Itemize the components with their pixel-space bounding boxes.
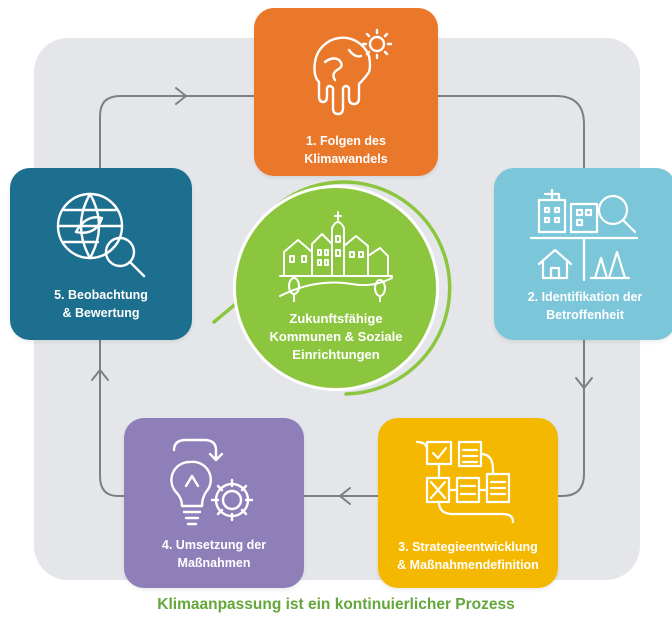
step-2-label: 2. Identifikation der Betroffenheit xyxy=(527,290,643,322)
step-3-card: 3. Strategieentwicklung & Maßnahmendefin… xyxy=(378,418,558,588)
step-1-card: 1. Folgen des Klimawandels xyxy=(254,8,438,176)
buildings-magnifier-icon xyxy=(529,188,639,282)
lightbulb-gear-icon xyxy=(170,438,254,526)
arrow-down-icon xyxy=(575,377,593,389)
step-4-card: 4. Umsetzung der Maßnahmen xyxy=(124,418,304,588)
step-3-label: 3. Strategieentwicklung & Maßnahmendefin… xyxy=(397,540,539,572)
globe-leaf-magnifier-icon xyxy=(56,192,146,278)
diagram-caption: Klimaanpassung ist ein kontinuierlicher … xyxy=(157,596,515,613)
connector-1-to-2 xyxy=(437,95,585,169)
step-5-label: 5. Beobachtung & Bewertung xyxy=(54,288,148,320)
arrow-up-icon xyxy=(91,369,109,381)
arrow-right-icon xyxy=(175,87,187,105)
melting-globe-sun-icon xyxy=(313,28,393,116)
connector-4-to-5 xyxy=(99,339,125,497)
step-5-card: 5. Beobachtung & Bewertung xyxy=(10,168,192,340)
connector-5-to-1 xyxy=(99,95,255,169)
step-4-label: 4. Umsetzung der Maßnahmen xyxy=(161,538,267,570)
connector-2-to-3 xyxy=(557,339,585,497)
center-circle: Zukunftsfähige Kommunen & Soziale Einric… xyxy=(236,188,436,388)
center-label: Zukunftsfähige Kommunen & Soziale Einric… xyxy=(269,311,403,362)
strategy-flowchart-icon xyxy=(415,440,515,524)
town-landscape-icon xyxy=(279,211,393,302)
step-1-label: 1. Folgen des Klimawandels xyxy=(304,134,388,166)
step-2-card: 2. Identifikation der Betroffenheit xyxy=(494,168,672,340)
arrow-left-icon xyxy=(339,487,351,505)
